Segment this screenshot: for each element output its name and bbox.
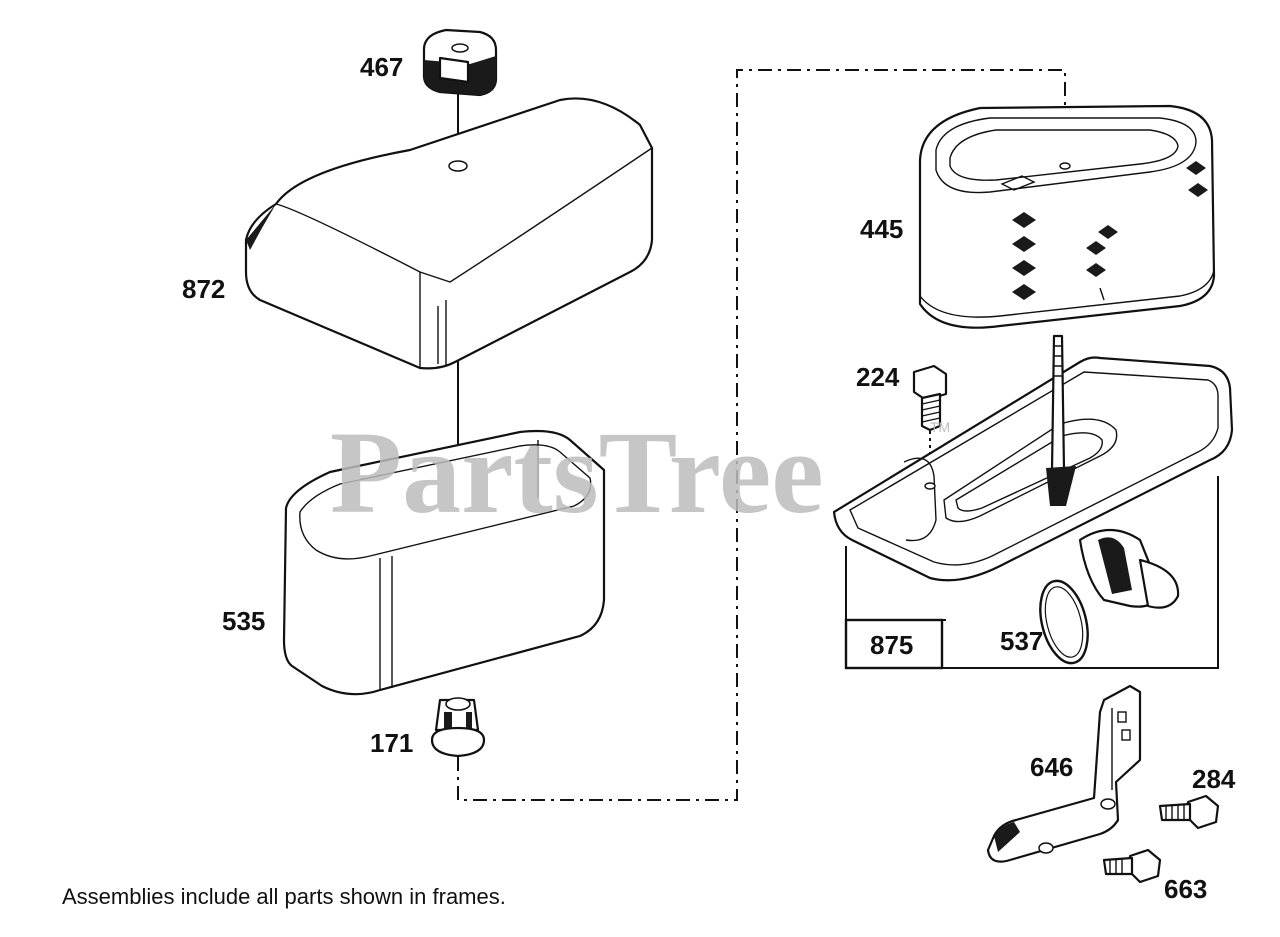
- pre-cleaner-535[interactable]: [282, 429, 606, 696]
- nut-171[interactable]: [430, 697, 486, 758]
- label-535: 535: [222, 606, 265, 636]
- assembly-frame-875: [845, 476, 1219, 669]
- label-875: 875: [870, 630, 913, 660]
- assembly-connector-line: [457, 69, 1066, 801]
- screw-224[interactable]: [912, 364, 948, 432]
- filter-pleat-pattern: [1012, 161, 1208, 300]
- knob-467[interactable]: [422, 28, 498, 97]
- label-224: 224: [856, 362, 900, 392]
- air-filter-cartridge-445[interactable]: [918, 104, 1216, 329]
- label-537: 537: [1000, 626, 1043, 656]
- screw-663[interactable]: [1102, 848, 1162, 884]
- watermark-text: PartsTree: [330, 407, 824, 538]
- screw-284[interactable]: [1158, 794, 1220, 830]
- label-646: 646: [1030, 752, 1073, 782]
- seal-537[interactable]: [1032, 576, 1095, 668]
- label-467: 467: [360, 52, 403, 82]
- cover-872[interactable]: [244, 97, 654, 370]
- label-445: 445: [860, 214, 903, 244]
- watermark-trademark: TM: [930, 419, 950, 435]
- label-284: 284: [1192, 764, 1236, 794]
- label-663: 663: [1164, 874, 1207, 904]
- bracket-646[interactable]: [986, 684, 1142, 863]
- label-171: 171: [370, 728, 413, 758]
- footer-note: Assemblies include all parts shown in fr…: [62, 884, 506, 909]
- label-872: 872: [182, 274, 225, 304]
- base-assembly-875[interactable]: [832, 334, 1234, 670]
